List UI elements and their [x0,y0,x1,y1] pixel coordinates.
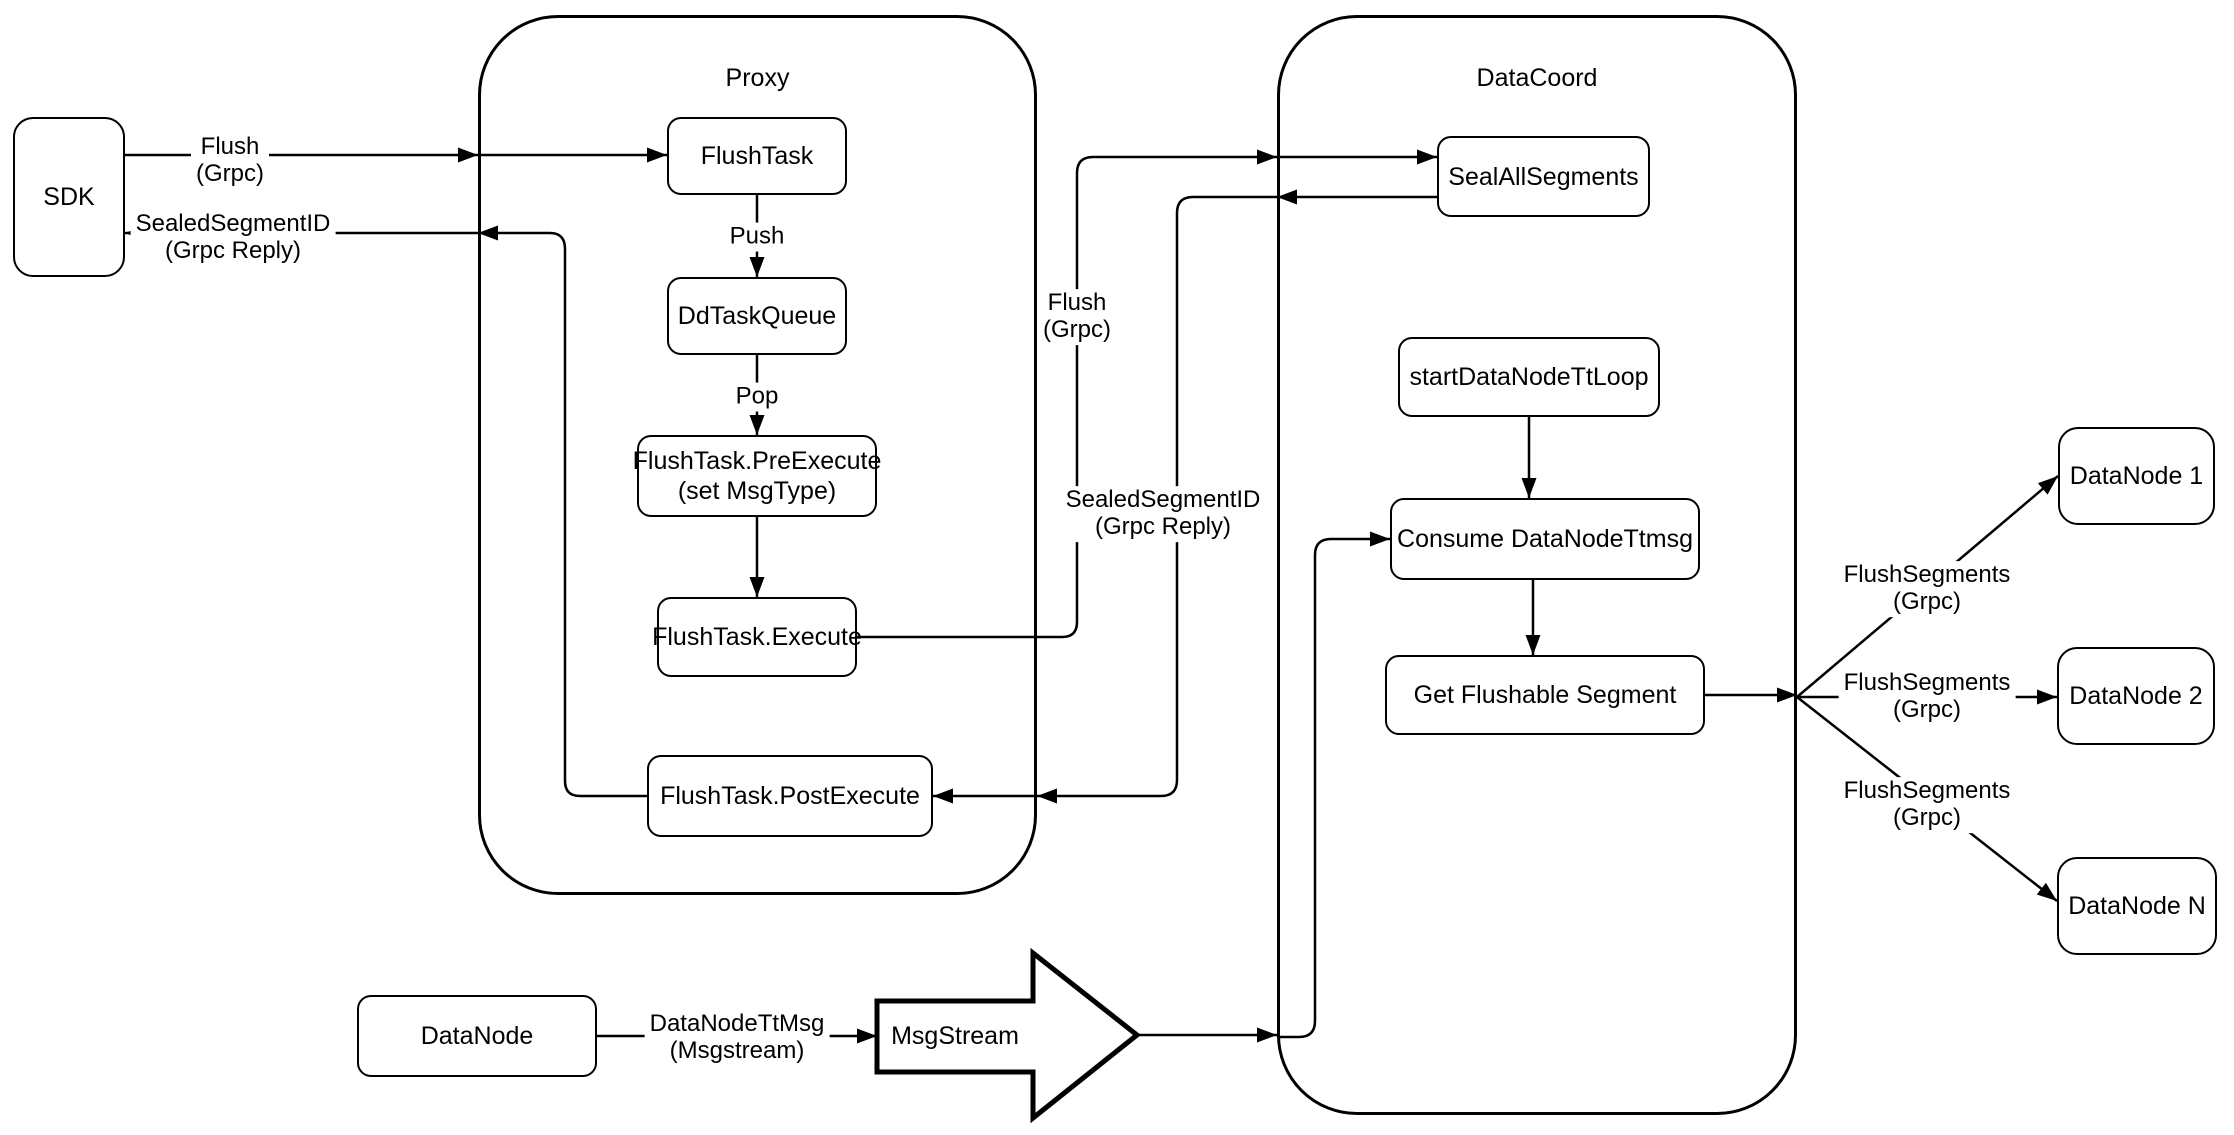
edge-label-pop-text: Pop [735,382,779,410]
edge-label-sdk-reply-line2: (Grpc Reply) [164,237,302,264]
node-datanode-bottom: DataNode [357,995,597,1077]
node-datanode1: DataNode 1 [2058,427,2215,525]
node-getflushablesegment: Get Flushable Segment [1385,655,1705,735]
edge-label-coord-reply-line1: SealedSegmentID [1065,486,1261,514]
node-preexecute: FlushTask.PreExecute (set MsgType) [633,435,881,517]
node-flushtask: FlushTask [667,117,847,195]
node-datanoden: DataNode N [2057,857,2217,955]
proxy-container [478,15,1037,895]
edge-label-flushsegments-2: FlushSegments (Grpc) [1838,669,2016,725]
edge-label-flushsegments-1-line2: (Grpc) [1893,588,1961,615]
edge-label-sdk-reply-line1: SealedSegmentID [135,210,331,238]
node-sdk-label: SDK [43,183,95,211]
node-datanoden-label: DataNode N [2068,892,2206,920]
edge-execute-seal-a [857,149,1277,639]
node-startdatanodettloop: startDataNodeTtLoop [1398,337,1660,417]
node-datanode-bottom-label: DataNode [420,1022,534,1050]
edge-label-sdk-flush-line1: Flush [200,133,260,161]
node-datanode2: DataNode 2 [2057,647,2215,745]
node-execute-label: FlushTask.Execute [652,623,862,651]
node-ddtaskqueue-label: DdTaskQueue [677,302,837,330]
edge-label-push-text: Push [729,222,785,250]
node-preexecute-label-line2: (set MsgType) [677,477,837,505]
edge-label-datanodettmsg-line2: (Msgstream) [669,1037,805,1064]
edge-label-flushsegments-2-line1: FlushSegments [1843,669,2011,697]
edge-label-coord-flush-line1: Flush [1047,289,1107,317]
node-sealallsegments: SealAllSegments [1437,136,1650,217]
datacoord-container-title: DataCoord [1476,64,1598,92]
node-sealallsegments-label: SealAllSegments [1448,162,1639,191]
edge-label-coord-reply: SealedSegmentID (Grpc Reply) [1060,486,1266,542]
node-ddtaskqueue: DdTaskQueue [667,277,847,355]
edge-postexecute-sdk-a [478,225,647,798]
edge-label-flushsegments-1-line1: FlushSegments [1843,561,2011,589]
node-postexecute: FlushTask.PostExecute [647,755,933,837]
edge-label-coord-reply-line2: (Grpc Reply) [1094,513,1232,540]
edge-msgstream-consume-b [1277,531,1390,1039]
node-startdatanodettloop-label: startDataNodeTtLoop [1409,363,1649,391]
datacoord-container [1277,15,1797,1115]
edge-label-sdk-reply: SealedSegmentID (Grpc Reply) [130,210,336,266]
node-consumedatanodettmsg-label: Consume DataNodeTtmsg [1397,525,1693,553]
node-datanode2-label: DataNode 2 [2069,682,2203,710]
edge-label-flushsegments-1: FlushSegments (Grpc) [1838,561,2016,617]
edge-label-datanodettmsg-line1: DataNodeTtMsg [649,1010,825,1038]
edge-label-sdk-flush: Flush (Grpc) [191,133,269,189]
node-postexecute-label: FlushTask.PostExecute [660,782,920,810]
msgstream-label: MsgStream [891,1022,1019,1050]
edge-label-sdk-flush-line2: (Grpc) [196,160,264,187]
node-execute: FlushTask.Execute [652,597,862,677]
edge-label-coord-flush: Flush (Grpc) [1038,289,1116,345]
edge-label-flushsegments-2-line2: (Grpc) [1893,696,1961,723]
edge-label-pop: Pop [730,382,784,412]
node-consumedatanodettmsg: Consume DataNodeTtmsg [1390,498,1700,580]
edge-label-datanodettmsg: DataNodeTtMsg (Msgstream) [644,1010,830,1066]
node-preexecute-label-line1: FlushTask.PreExecute [632,447,882,475]
node-flushtask-label: FlushTask [700,142,814,170]
edge-label-coord-flush-line2: (Grpc) [1043,316,1111,343]
node-getflushablesegment-label: Get Flushable Segment [1413,681,1677,709]
edge-label-push: Push [724,222,790,252]
edge-label-flushsegments-3-line2: (Grpc) [1893,804,1961,831]
proxy-container-title: Proxy [725,64,790,92]
node-sdk: SDK [13,117,125,277]
node-datanode1-label: DataNode 1 [2069,462,2204,490]
msgstream-block-arrow [874,947,1142,1124]
edge-label-flushsegments-3: FlushSegments (Grpc) [1838,777,2016,833]
edge-label-flushsegments-3-line1: FlushSegments [1843,777,2011,805]
